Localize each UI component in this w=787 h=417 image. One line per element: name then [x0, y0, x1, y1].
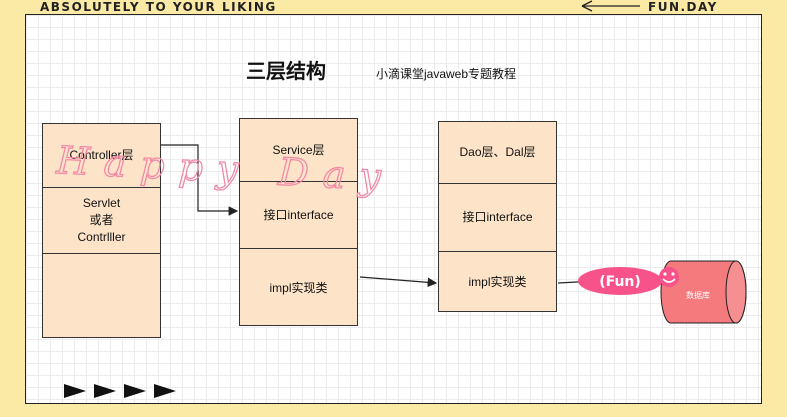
service-impl-cell: impl实现类 [240, 249, 357, 327]
database-label: 数据库 [686, 290, 710, 300]
controller-header-label: Controller层 [69, 148, 134, 162]
controller-header-cell: Controller层 [43, 124, 160, 188]
service-interface-cell: 接口interface [240, 182, 357, 249]
dao-header-label: Dao层、Dal层 [459, 145, 536, 159]
dao-impl-label: impl实现类 [468, 275, 527, 289]
service-impl-label: impl实现类 [269, 280, 328, 295]
diagram-title: 三层结构 [246, 61, 326, 83]
play-arrow-icon [154, 384, 176, 398]
brand-right-text: FUN.DAY [648, 0, 718, 14]
dao-impl-cell: impl实现类 [439, 252, 556, 313]
brand-arrow-icon [581, 0, 640, 12]
dao-interface-label: 接口interface [462, 210, 533, 224]
happy-day-watermark: Happy Day [55, 138, 396, 200]
brand-left-text: ABSOLUTELY TO YOUR LIKING [40, 0, 277, 14]
dao-interface-cell: 接口interface [439, 184, 556, 252]
play-arrow-icon [124, 384, 146, 398]
controller-servlet-label: Servlet 或者 Contrlller [77, 196, 126, 244]
controller-layer: Controller层 Servlet 或者 Contrlller [42, 123, 161, 338]
controller-to-service-arrow [161, 144, 239, 216]
controller-servlet-cell: Servlet 或者 Contrlller [43, 188, 160, 254]
database-icon: 数据库 [660, 260, 747, 324]
diagram-canvas: 三层结构 小滴课堂javaweb专题教程 Controller层 Servlet… [25, 14, 762, 404]
fun-badge: (Fun) [578, 267, 679, 295]
dao-layer: Dao层、Dal层 接口interface impl实现类 [438, 121, 557, 312]
service-layer: Service层 接口interface impl实现类 [239, 118, 358, 326]
service-header-cell: Service层 [240, 119, 357, 182]
service-interface-label: 接口interface [263, 207, 334, 222]
play-arrow-icon [94, 384, 116, 398]
dao-header-cell: Dao层、Dal层 [439, 122, 556, 184]
play-arrow-icon [64, 384, 86, 398]
service-header-label: Service层 [272, 142, 325, 157]
smiley-icon [659, 267, 679, 287]
fun-badge-label: (Fun) [599, 274, 641, 290]
diagram-subtitle: 小滴课堂javaweb专题教程 [376, 67, 517, 81]
service-to-dao-arrow [359, 276, 438, 288]
diagram-overlay: 数据库 (Fun) Happy Day [54, 137, 747, 398]
play-arrows [64, 384, 176, 398]
